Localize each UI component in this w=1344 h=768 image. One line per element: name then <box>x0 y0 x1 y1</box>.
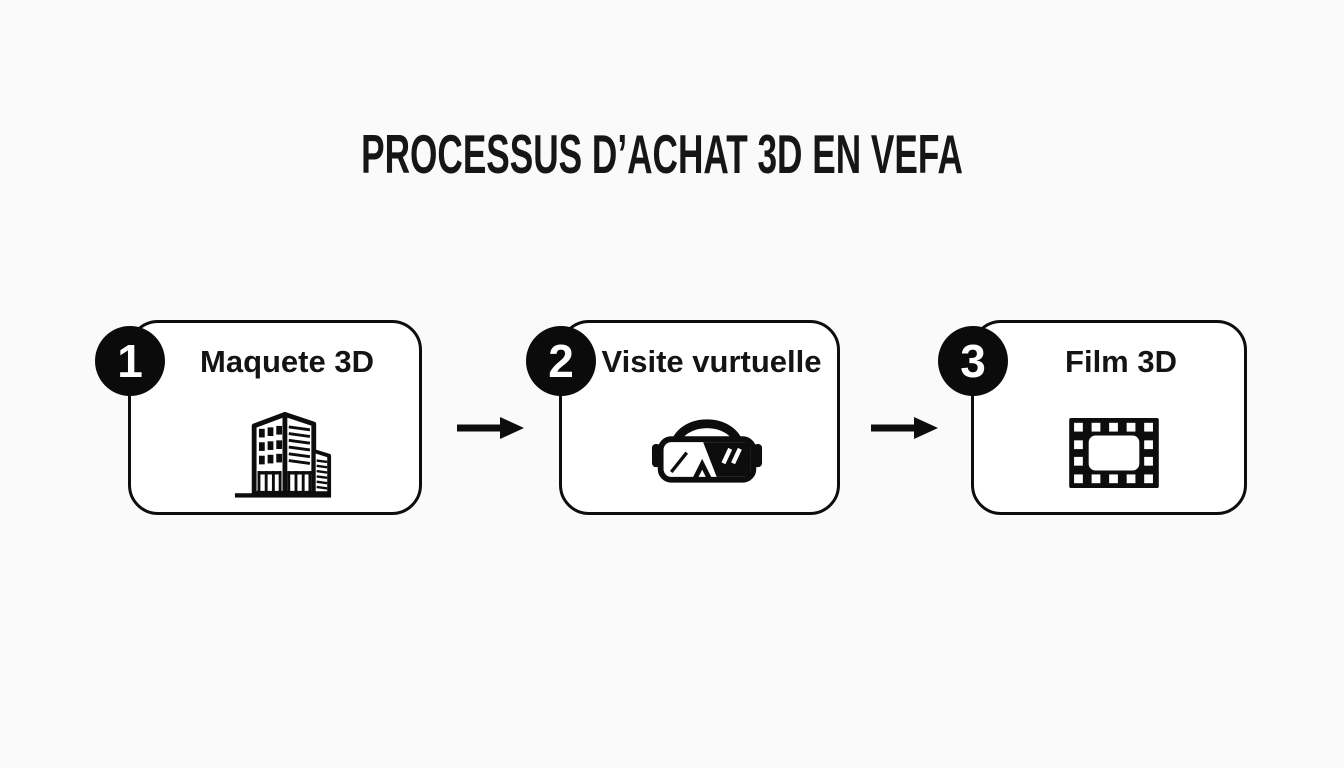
vr-headset-icon <box>651 402 763 491</box>
step-card-film-3d: 3 Film 3D <box>938 320 1247 515</box>
step-1-number-badge: 1 <box>95 326 165 396</box>
right-arrow-icon <box>456 412 526 444</box>
step-2-label: Visite vurtuelle <box>601 344 822 379</box>
step-card-visite-virtuelle: 2 Visite vurtuelle <box>526 320 840 515</box>
film-frame-icon <box>1067 416 1161 495</box>
building-icon <box>233 397 333 506</box>
page-title: PROCESSUS D’ACHAT 3D EN VEFA <box>361 123 963 185</box>
step-2-number-badge: 2 <box>526 326 596 396</box>
step-card-maquette-3d: 1 Maquete 3D <box>95 320 422 515</box>
step-1-label: Maquete 3D <box>200 344 374 379</box>
right-arrow-icon <box>870 412 940 444</box>
step-3-label: Film 3D <box>1065 344 1177 379</box>
step-3-number-badge: 3 <box>938 326 1008 396</box>
